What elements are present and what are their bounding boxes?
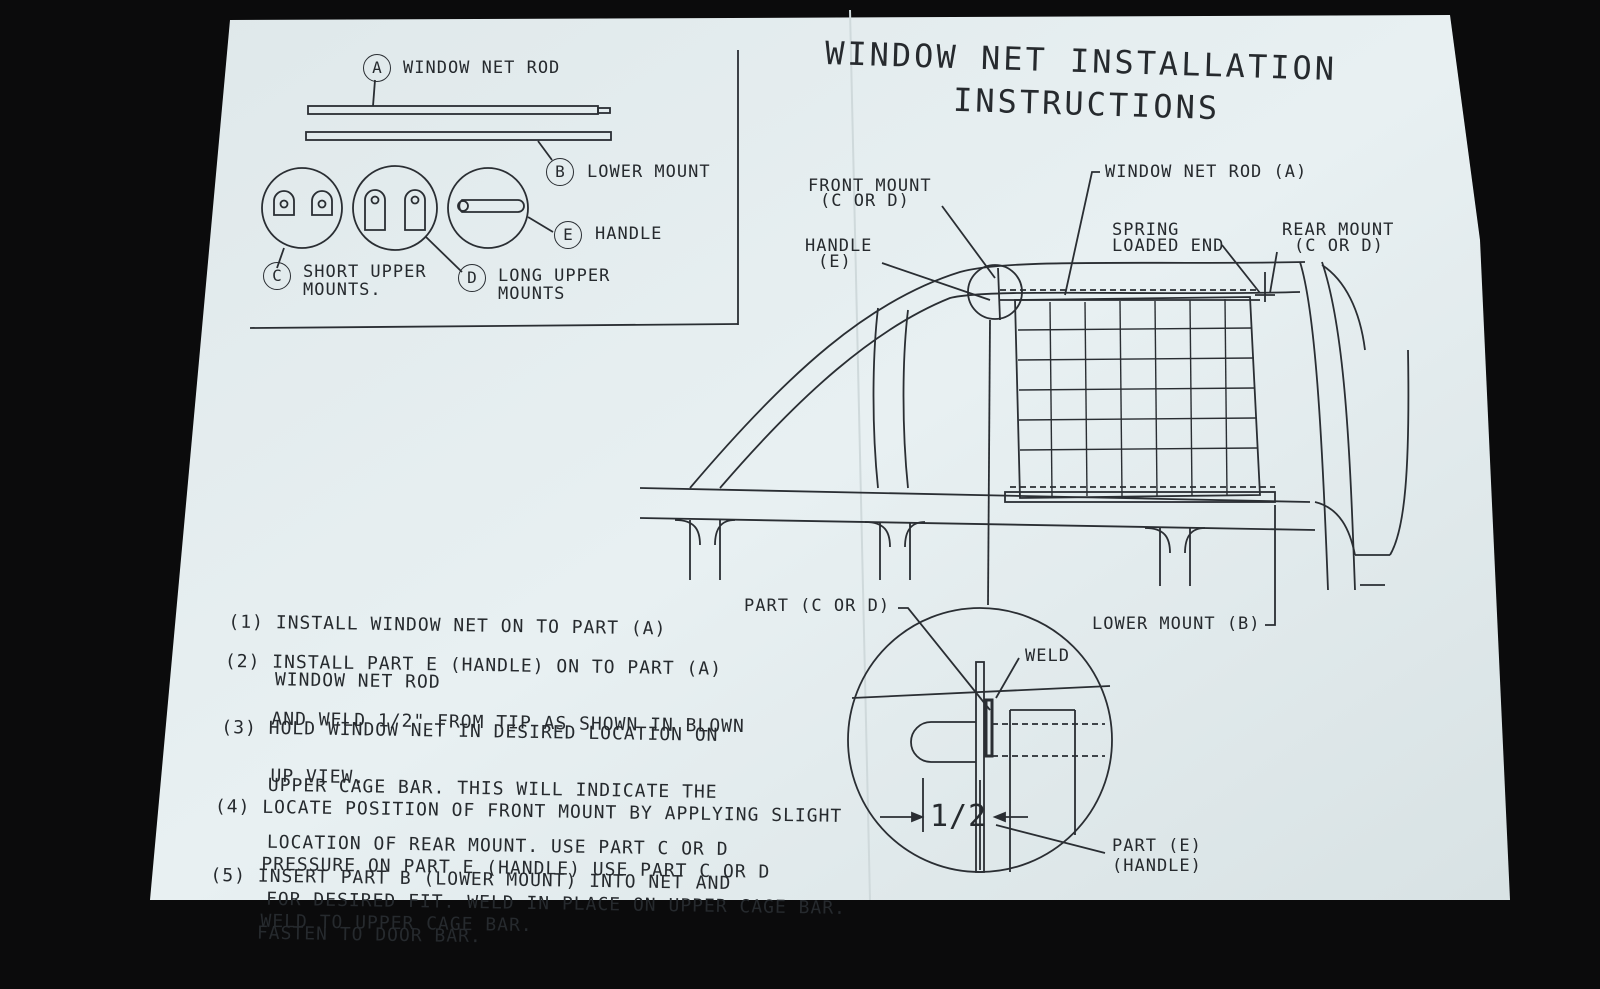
rear-bar-curve — [1321, 264, 1366, 351]
leader-e — [527, 216, 554, 233]
step-5: (5) INSERT PART B (LOWER MOUNT) INTO NET… — [209, 828, 732, 988]
part-d-label-1: LONG UPPER — [498, 266, 611, 286]
front-mount-label-2: (C OR D) — [820, 191, 910, 211]
leader-handle — [881, 262, 991, 301]
leader-net-rod — [1064, 171, 1100, 296]
weld-label: WELD — [1025, 646, 1070, 666]
lower-mount-b-label: LOWER MOUNT (B) — [1092, 614, 1261, 634]
paper-sheet — [150, 15, 1510, 900]
drawing-lines — [249, 50, 1410, 873]
handle-circle — [447, 167, 529, 249]
step-5-line-1: (5) INSERT PART B (LOWER MOUNT) INTO NET… — [210, 864, 732, 895]
leader-part-e — [995, 824, 1106, 854]
gusset-1 — [674, 519, 736, 580]
short-mount-2 — [311, 190, 333, 216]
part-b-label: LOWER MOUNT — [587, 162, 711, 182]
blowup-weld — [984, 698, 994, 758]
part-e-marker: E — [554, 221, 582, 249]
blowup-mount-plate — [975, 661, 985, 873]
step-2-line-1: (2) INSTALL PART E (HANDLE) ON TO PART (… — [224, 650, 723, 680]
paper-drawing — [150, 10, 1510, 900]
part-a-marker: A — [363, 54, 391, 82]
net-weave — [1017, 298, 1258, 497]
short-mount-1 — [273, 190, 295, 216]
spring-label-1: SPRING — [1112, 220, 1180, 240]
leader-spring — [1221, 244, 1261, 294]
window-net-rod-label: WINDOW NET ROD (A) — [1105, 162, 1308, 182]
part-c-marker: C — [263, 262, 291, 290]
a-pillar-right — [902, 309, 909, 489]
rear-mount-label-1: REAR MOUNT — [1282, 220, 1395, 240]
rear-pillar-right — [1321, 261, 1356, 591]
long-mount-2 — [404, 189, 426, 231]
half-inch-dimension: 1/2 — [930, 799, 988, 834]
long-mount-1 — [364, 189, 386, 231]
door-bar-curve — [1314, 501, 1356, 556]
step-3-line-1: (3) HOLD WINDOW NET IN DESIRED LOCATION … — [221, 717, 719, 746]
blowup-bar-top — [851, 685, 1111, 699]
front-mount-label-1: FRONT MOUNT — [808, 176, 932, 196]
step-5-line-2: FASTEN TO DOOR BAR. — [209, 921, 482, 948]
blowup-handle — [910, 721, 976, 763]
door-bar-top — [639, 487, 1311, 503]
part-c-label-1: SHORT UPPER — [303, 262, 427, 282]
part-e-label: HANDLE — [595, 224, 663, 244]
leader-a — [372, 79, 376, 107]
part-d-label-2: MOUNTS — [498, 284, 566, 304]
handle-label-2: (E) — [818, 252, 852, 272]
upper-cage-bar-outer — [689, 261, 1306, 489]
lower-mount-part — [305, 131, 612, 141]
spring-label-2: LOADED END — [1112, 236, 1225, 256]
part-b-marker: B — [546, 158, 574, 186]
leader-lower-mount — [1265, 505, 1276, 626]
long-upper-mounts-circle — [352, 165, 438, 251]
rear-bar-outer — [1389, 349, 1410, 556]
title-line-2: INSTRUCTIONS — [952, 80, 1221, 128]
leader-weld — [995, 657, 1020, 699]
part-d-marker: D — [458, 264, 486, 292]
legend-box-bottom — [249, 323, 739, 329]
leader-part-c-or-d — [898, 607, 991, 711]
leader-front-mount — [941, 205, 996, 279]
short-upper-mounts-circle — [261, 167, 343, 249]
upper-cage-bar-inner — [719, 291, 1301, 489]
gusset-3 — [1144, 527, 1206, 586]
part-c-or-d-label: PART (C OR D) — [744, 596, 891, 616]
part-e-label-2: (HANDLE) — [1112, 856, 1202, 876]
leader-rear-mount — [1269, 251, 1278, 294]
leader-d — [425, 236, 463, 273]
step-4-line-1: (4) LOCATE POSITION OF FRONT MOUNT BY AP… — [214, 796, 843, 827]
leader-b — [537, 140, 553, 161]
window-net — [1014, 296, 1261, 499]
rear-mount-label-2: (C OR D) — [1294, 236, 1384, 256]
blowup-connector — [987, 319, 991, 606]
paper-fold — [849, 10, 871, 900]
handle-part — [458, 199, 525, 213]
gusset-2 — [864, 521, 926, 580]
rod-tip — [597, 107, 611, 114]
part-e-label-1: PART (E) — [1112, 836, 1202, 856]
part-c-label-2: MOUNTS. — [303, 280, 382, 300]
lower-mount-bar — [1004, 491, 1276, 503]
instruction-sheet: WINDOW NET INSTALLATION INSTRUCTIONS A W… — [150, 10, 1550, 947]
rear-pillar-left — [1299, 261, 1329, 591]
a-pillar-left — [872, 307, 879, 489]
handle-label-1: HANDLE — [805, 236, 873, 256]
part-a-label: WINDOW NET ROD — [403, 58, 561, 78]
